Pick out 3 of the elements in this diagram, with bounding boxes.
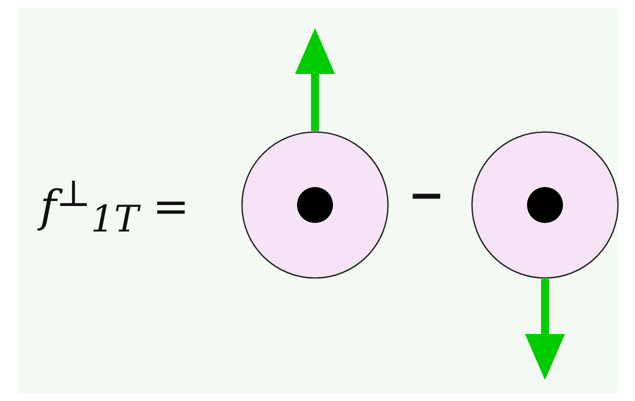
nucleon-circle	[240, 130, 390, 280]
nucleon-circle	[470, 130, 620, 280]
minus-sign: −	[408, 170, 445, 221]
